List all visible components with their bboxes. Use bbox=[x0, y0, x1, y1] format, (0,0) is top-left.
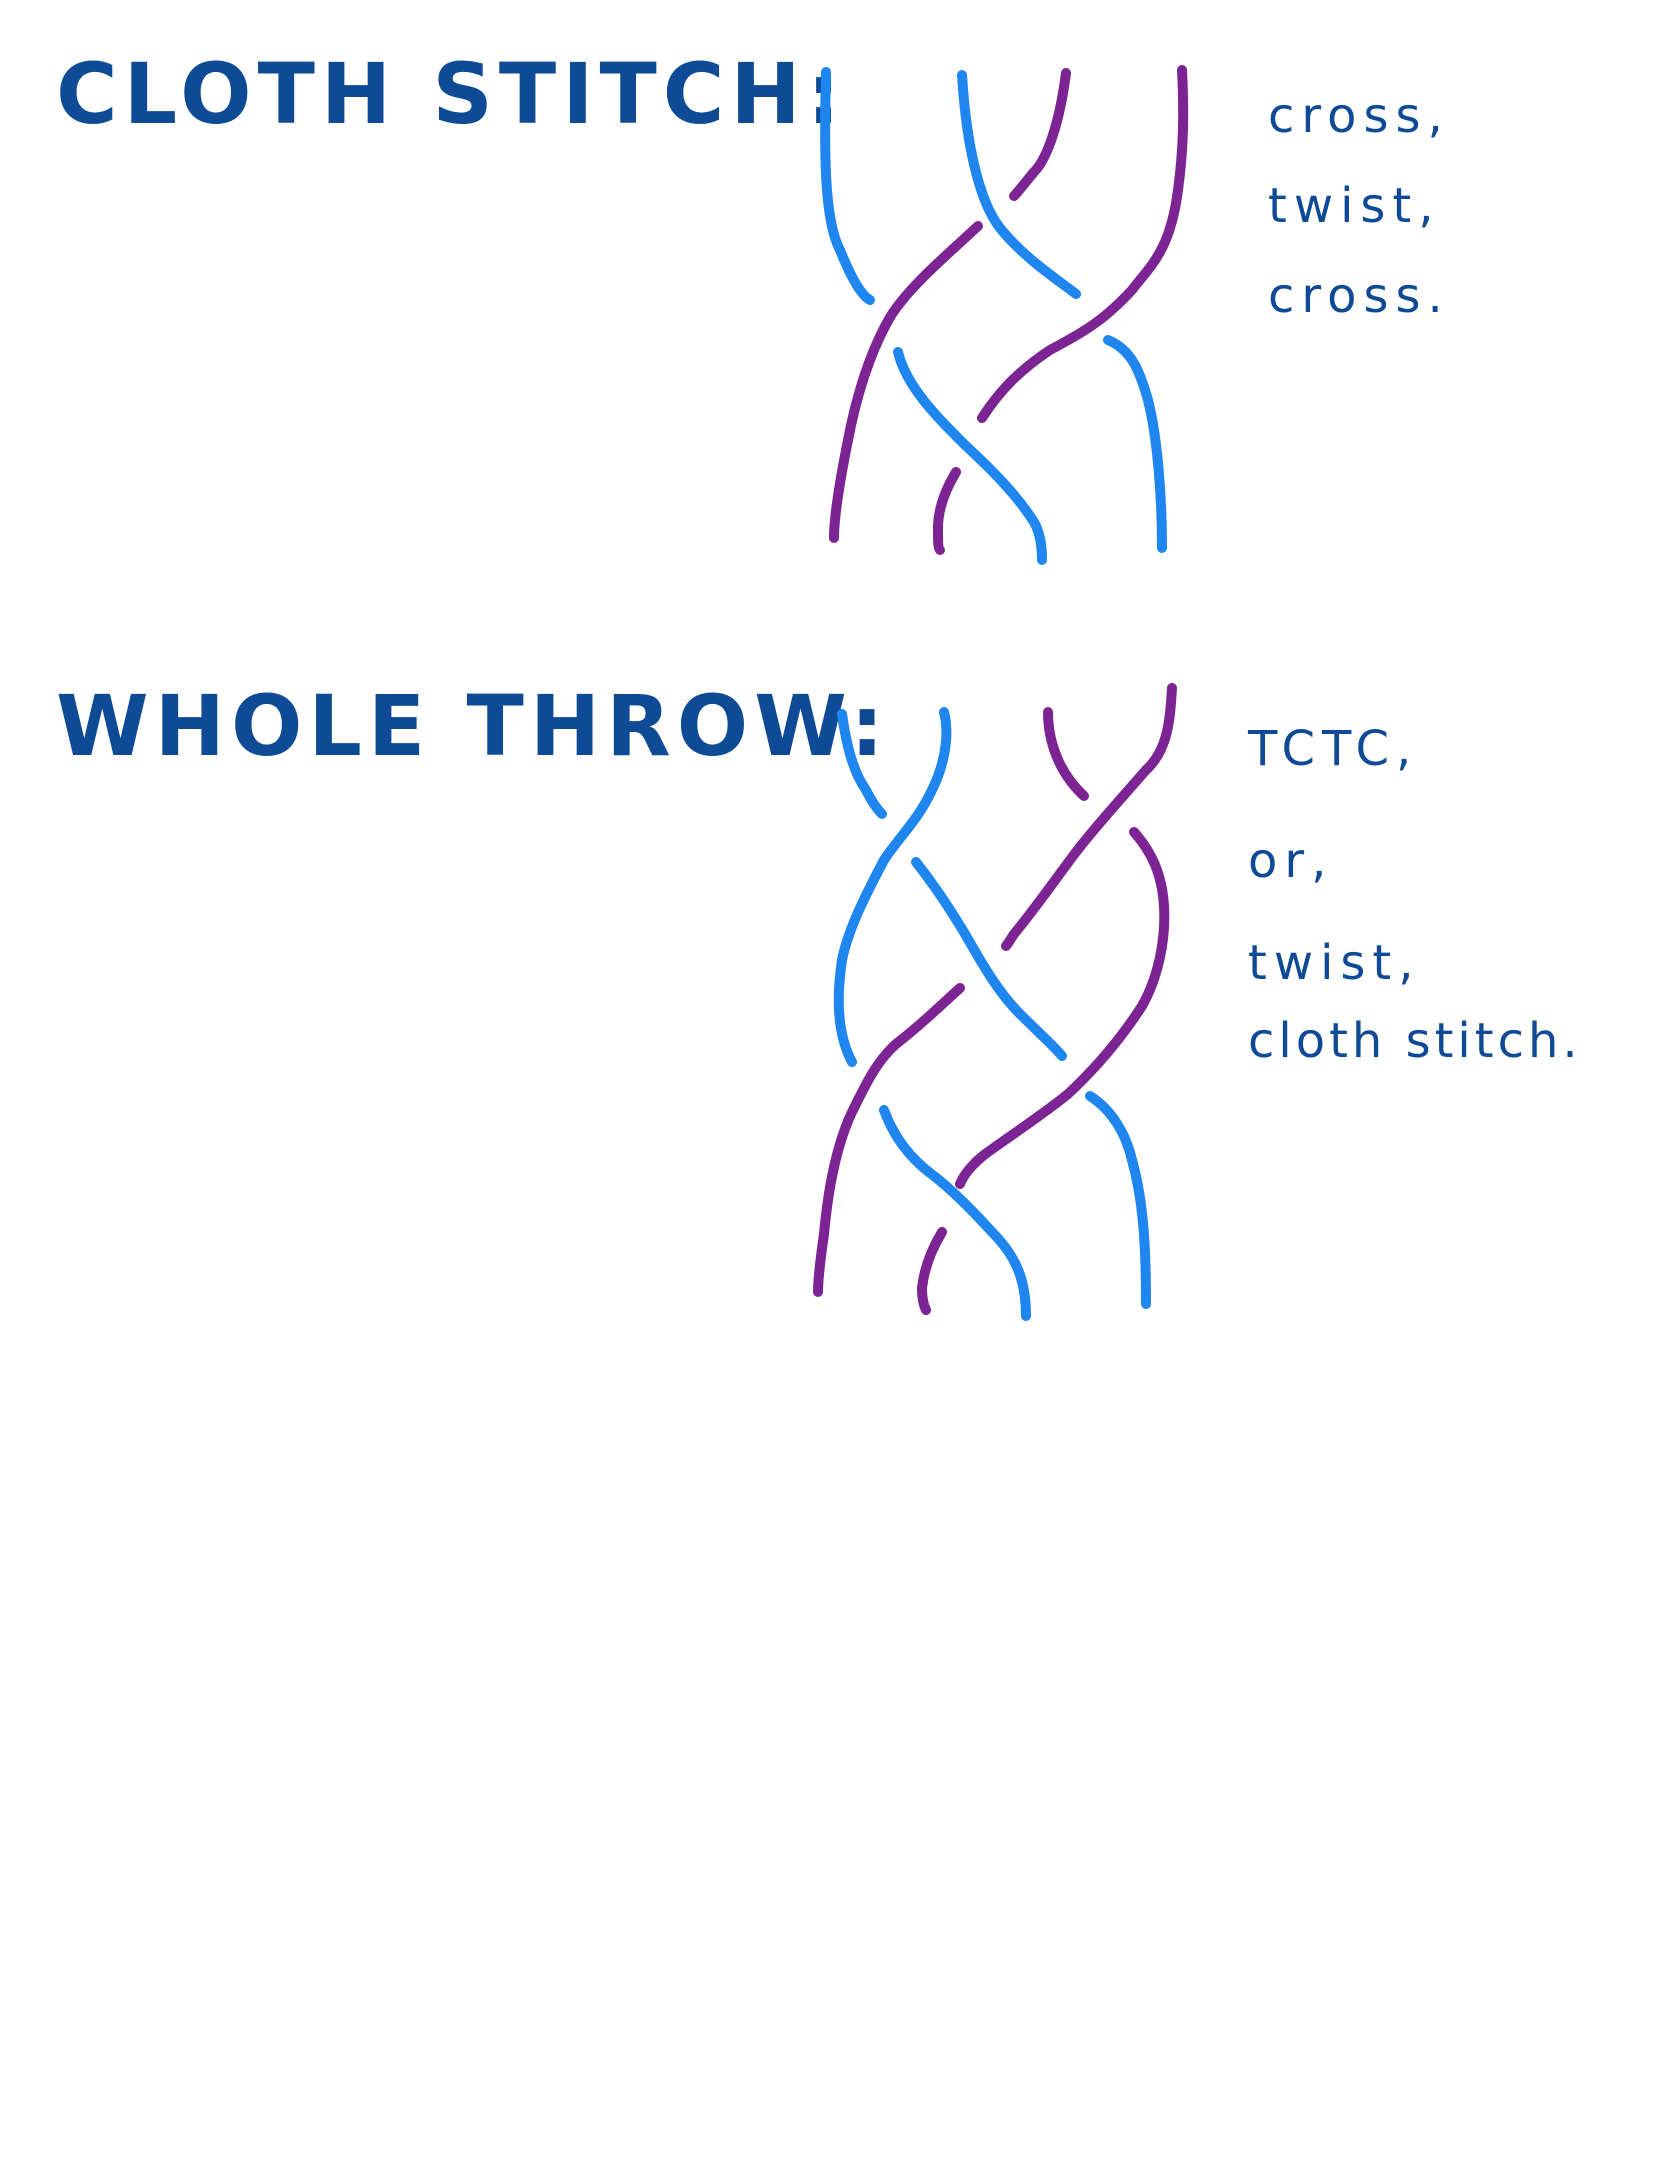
whole-note-tctc: TCTC, bbox=[1248, 721, 1419, 777]
whole-thread-blue-5 bbox=[879, 1105, 1031, 1321]
whole-thread-purple-2 bbox=[1001, 683, 1177, 951]
cloth-note-cross-2: cross. bbox=[1268, 268, 1450, 324]
whole-thread-blue-4 bbox=[1085, 1091, 1151, 1309]
whole-thread-blue-3 bbox=[911, 857, 1067, 1061]
whole-note-cloth-stitch: cloth stitch. bbox=[1248, 1013, 1582, 1069]
whole-note-twist: twist, bbox=[1248, 935, 1421, 991]
whole-throw-title: Whole throw: bbox=[56, 677, 890, 775]
cloth-note-cross: cross, bbox=[1268, 88, 1450, 144]
whole-thread-blue-2 bbox=[833, 707, 952, 1067]
cloth-stitch-title: Cloth stitch: bbox=[56, 45, 847, 143]
whole-throw-diagram bbox=[813, 683, 1177, 1321]
cloth-thread-blue-1 bbox=[820, 67, 875, 305]
cloth-thread-blue-2 bbox=[957, 70, 1081, 299]
cloth-thread-purple-3 bbox=[977, 65, 1189, 423]
cloth-thread-purple-2 bbox=[829, 221, 983, 543]
cloth-thread-purple-4 bbox=[933, 467, 961, 555]
cloth-stitch-diagram bbox=[820, 65, 1189, 565]
cloth-thread-blue-4 bbox=[893, 347, 1047, 565]
cloth-note-twist: twist, bbox=[1268, 178, 1441, 234]
whole-thread-purple-3 bbox=[955, 827, 1170, 1189]
whole-thread-blue-1 bbox=[837, 709, 887, 819]
whole-throw-notes: TCTC, or, twist, cloth stitch. bbox=[1248, 725, 1582, 1087]
cloth-thread-blue-3 bbox=[1103, 335, 1167, 553]
whole-note-or: or, bbox=[1248, 833, 1334, 889]
cloth-thread-purple-1 bbox=[1009, 68, 1071, 201]
whole-thread-purple-5 bbox=[917, 1227, 947, 1315]
cloth-stitch-notes: cross, twist, cross. bbox=[1268, 92, 1450, 362]
whole-thread-purple-4 bbox=[813, 983, 965, 1297]
whole-thread-purple-1 bbox=[1043, 707, 1089, 801]
